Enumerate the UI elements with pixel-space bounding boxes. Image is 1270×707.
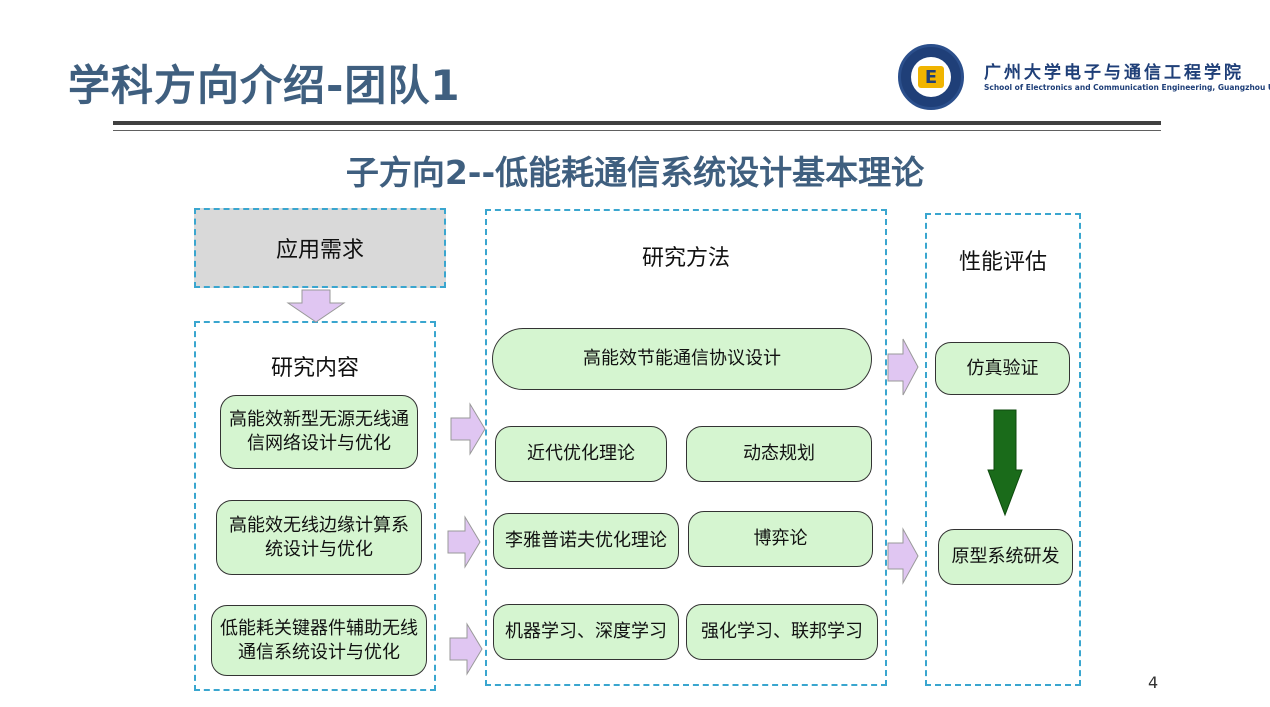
emblem-inner: E <box>911 57 951 97</box>
arrow-need-to-content <box>286 289 346 323</box>
method-label: 研究方法 <box>641 246 730 271</box>
school-name-cn: 广州大学电子与通信工程学院 <box>984 63 1244 83</box>
header-rule-thin <box>113 130 1161 131</box>
subtitle: 子方向2--低能耗通信系统设计基本理论 <box>345 153 925 192</box>
emblem-letter: E <box>918 66 944 88</box>
eval-node-prototype: 原型系统研发 <box>938 529 1073 585</box>
method-node-protocol-design: 高能效节能通信协议设计 <box>492 328 872 390</box>
content-panel <box>194 321 436 691</box>
slide-title: 学科方向介绍-团队1 <box>68 61 461 110</box>
school-name-en: School of Electronics and Communication … <box>984 83 1270 92</box>
method-node-lyapunov: 李雅普诺夫优化理论 <box>493 513 679 569</box>
method-node-game-theory: 博弈论 <box>688 511 873 567</box>
arrow-content-3 <box>449 622 483 676</box>
page-number: 4 <box>1148 673 1159 692</box>
method-node-modern-optimization: 近代优化理论 <box>495 426 667 482</box>
arrow-content-1 <box>450 402 486 456</box>
need-label: 应用需求 <box>275 238 364 263</box>
evaluation-panel <box>925 213 1081 686</box>
method-panel <box>485 209 887 686</box>
need-box <box>194 208 446 288</box>
method-node-dynamic-programming: 动态规划 <box>686 426 872 482</box>
content-node-passive-network: 高能效新型无源无线通信网络设计与优化 <box>220 395 418 469</box>
arrow-content-2 <box>447 515 481 569</box>
content-node-edge-computing: 高能效无线边缘计算系统设计与优化 <box>216 500 422 575</box>
university-emblem: E <box>898 44 964 110</box>
arrow-method-2 <box>887 527 919 585</box>
arrow-eval-down <box>987 409 1023 517</box>
arrow-method-1 <box>887 338 919 396</box>
evaluation-label: 性能评估 <box>958 250 1047 275</box>
content-label: 研究内容 <box>270 356 359 381</box>
method-node-ml-dl: 机器学习、深度学习 <box>493 604 679 660</box>
eval-node-simulation: 仿真验证 <box>935 342 1070 395</box>
method-node-rl-fl: 强化学习、联邦学习 <box>686 604 878 660</box>
header-rule-thick <box>113 121 1161 125</box>
content-node-key-devices: 低能耗关键器件辅助无线通信系统设计与优化 <box>211 605 427 676</box>
